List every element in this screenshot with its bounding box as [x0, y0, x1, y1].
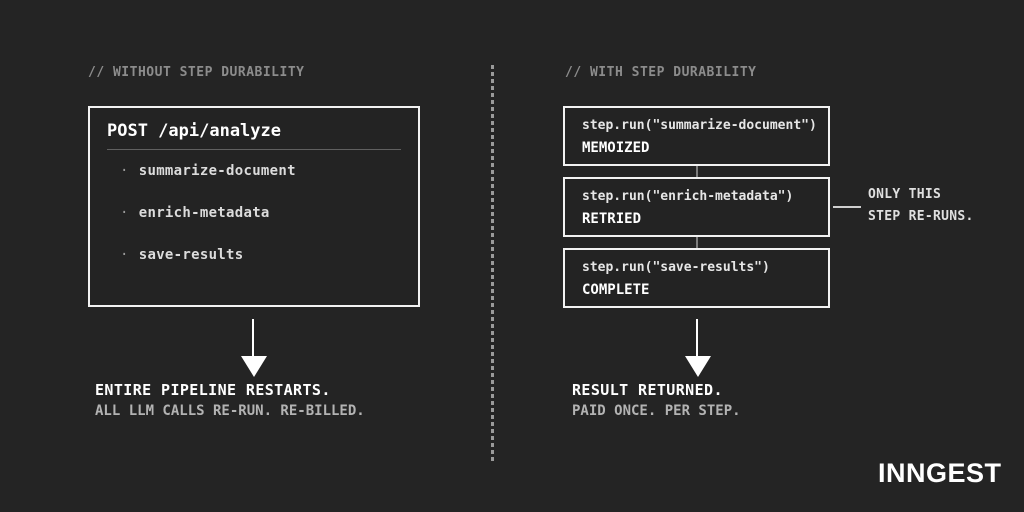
step-status: COMPLETE: [582, 282, 650, 298]
annotation-line-1: ONLY THIS: [868, 187, 942, 202]
down-arrow-head-icon: [241, 356, 267, 377]
down-arrow-icon: [696, 319, 698, 356]
pipeline-item-label: summarize-document: [138, 163, 296, 179]
pipeline-title-divider: [107, 149, 401, 150]
right-result-title: RESULT RETURNED.: [572, 381, 723, 399]
step-code: step.run("enrich-metadata"): [582, 189, 794, 204]
step-status: RETRIED: [582, 211, 642, 227]
bullet-dot-icon: ·: [120, 247, 129, 263]
annotation-dash: [833, 206, 861, 208]
left-section-header: // WITHOUT STEP DURABILITY: [88, 65, 305, 80]
pipeline-item-label: save-results: [138, 247, 244, 263]
connector-line: [696, 166, 698, 177]
bullet-dot-icon: ·: [120, 163, 129, 179]
down-arrow-icon: [252, 319, 254, 356]
step-box-retried: step.run("enrich-metadata") RETRIED: [563, 177, 830, 237]
step-code: step.run("summarize-document"): [582, 118, 817, 133]
step-status: MEMOIZED: [582, 140, 650, 156]
pipeline-box: POST /api/analyze · summarize-document · e…: [88, 106, 420, 307]
pipeline-item-label: enrich-metadata: [138, 205, 270, 221]
down-arrow-head-icon: [685, 356, 711, 377]
pipeline-title: POST /api/analyze: [107, 121, 281, 141]
left-result-subtitle: ALL LLM CALLS RE-RUN. RE-BILLED.: [95, 403, 365, 419]
pipeline-item: · save-results: [120, 247, 243, 263]
pipeline-item: · enrich-metadata: [120, 205, 270, 221]
pipeline-item: · summarize-document: [120, 163, 296, 179]
right-result-subtitle: PAID ONCE. PER STEP.: [572, 403, 741, 419]
step-code: step.run("save-results"): [582, 260, 770, 275]
right-section-header: // WITH STEP DURABILITY: [565, 65, 757, 80]
step-box-complete: step.run("save-results") COMPLETE: [563, 248, 830, 308]
left-result-title: ENTIRE PIPELINE RESTARTS.: [95, 381, 331, 399]
dotted-divider: [491, 65, 494, 463]
connector-line: [696, 237, 698, 248]
bullet-dot-icon: ·: [120, 205, 129, 221]
annotation-line-2: STEP RE-RUNS.: [868, 209, 974, 224]
step-box-memoized: step.run("summarize-document") MEMOIZED: [563, 106, 830, 166]
inngest-logo: INNGEST: [878, 458, 1002, 488]
